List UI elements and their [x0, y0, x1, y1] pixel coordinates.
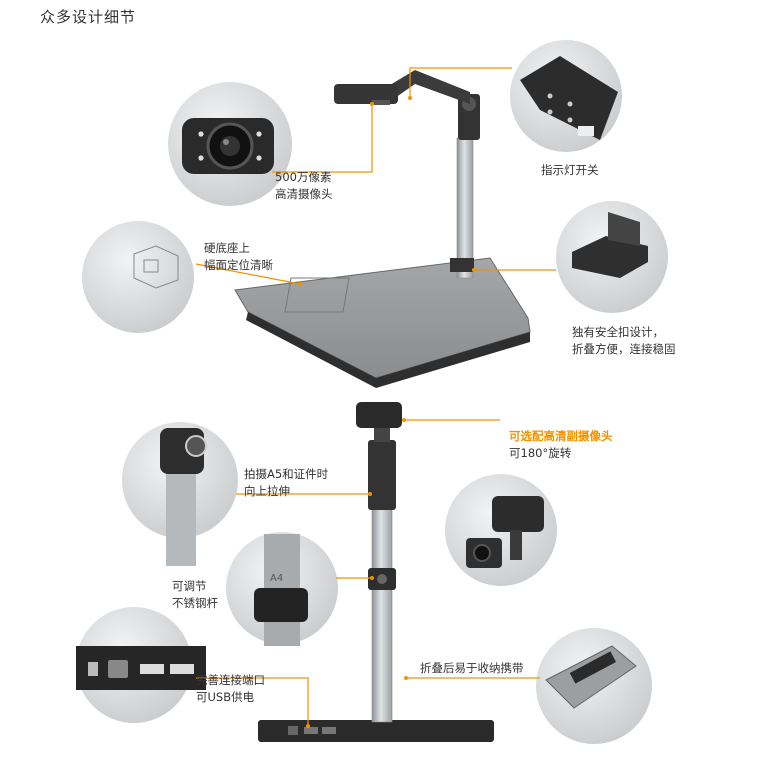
- label-line: 独有安全扣设计，: [572, 325, 664, 339]
- label-main-camera: 500万像素 高清摄像头: [275, 169, 333, 203]
- bubble-main-camera: [168, 82, 292, 206]
- a4-marking: A4: [270, 573, 283, 584]
- scanner-unfolded: [234, 70, 531, 388]
- label-line: 折叠方便，连接稳固: [572, 342, 676, 356]
- label-line: 硬底座上: [204, 241, 250, 255]
- label-aux-camera: 可选配高清副摄像头 可180°旋转: [509, 428, 613, 462]
- label-buckle: 独有安全扣设计， 折叠方便，连接稳固: [572, 324, 676, 358]
- label-pole: 可调节 不锈钢杆: [172, 578, 218, 612]
- label-line: 向上拉伸: [244, 484, 290, 498]
- label-line: 不锈钢杆: [172, 596, 218, 610]
- bubble-pole: A4: [226, 532, 338, 646]
- label-stretch: 拍摄A5和证件时 向上拉伸: [244, 466, 328, 500]
- label-ports: 完善连接端口 可USB供电: [196, 672, 265, 706]
- bubble-ports: [76, 607, 206, 723]
- label-base: 硬底座上 幅面定位清晰: [204, 240, 273, 274]
- label-line-highlight: 可选配高清副摄像头: [509, 429, 613, 443]
- label-indicator: 指示灯开关: [541, 162, 599, 179]
- label-fold: 折叠后易于收纳携带: [420, 660, 524, 677]
- bubble-buckle: [556, 201, 668, 313]
- label-line: 幅面定位清晰: [204, 258, 273, 272]
- label-line: 高清摄像头: [275, 187, 333, 201]
- label-line: 完善连接端口: [196, 673, 265, 687]
- label-line: 500万像素: [275, 170, 332, 184]
- bubble-folded: [536, 628, 652, 744]
- bubble-stretch: [122, 422, 238, 566]
- bubble-aux-camera: [445, 474, 557, 586]
- bubble-indicator-switch: [510, 40, 622, 152]
- scanner-folded: [258, 402, 494, 742]
- label-line: 可180°旋转: [509, 446, 572, 460]
- label-line: 可调节: [172, 579, 207, 593]
- bubble-base-detail: [82, 221, 194, 333]
- label-line: 拍摄A5和证件时: [244, 467, 329, 481]
- label-line: 折叠后易于收纳携带: [420, 661, 524, 675]
- label-line: 指示灯开关: [541, 163, 599, 177]
- page-title: 众多设计细节: [40, 8, 137, 26]
- label-line: 可USB供电: [196, 690, 255, 704]
